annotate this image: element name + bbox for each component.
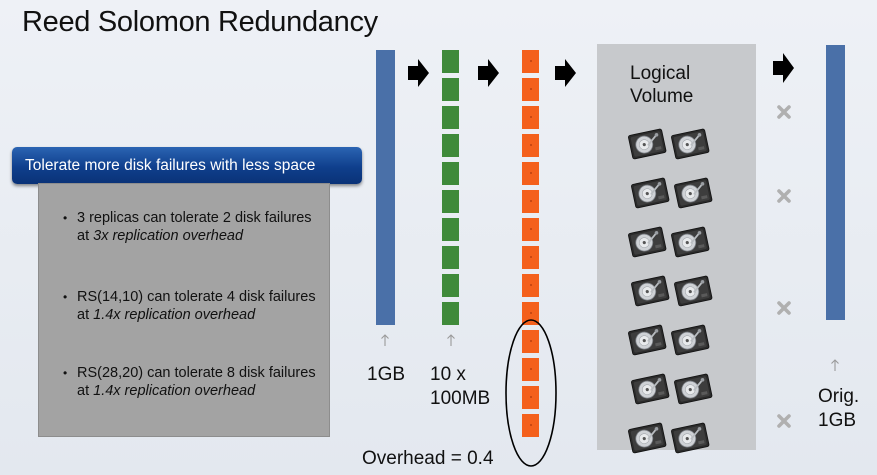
hard-disk-icon (627, 420, 667, 454)
hard-disk-icon (673, 175, 713, 209)
bullet-item: RS(28,20) can tolerate 8 disk failures a… (63, 365, 317, 400)
hard-disk-icon (670, 126, 710, 160)
coded-chunk (522, 274, 539, 297)
coded-chunk (522, 134, 539, 157)
data-chunk (442, 134, 459, 157)
hard-disk-icon (627, 126, 667, 160)
x-mark-icon (777, 189, 791, 203)
x-mark-icon (777, 105, 791, 119)
hard-disk-icon (670, 322, 710, 356)
arrow-right-icon (773, 53, 794, 83)
coded-chunk (522, 386, 539, 409)
hard-disk-icon (630, 273, 670, 307)
arrow-right-icon (478, 59, 499, 87)
coded-chunk (522, 162, 539, 185)
hard-disk-icon (627, 224, 667, 258)
original-data-bar (376, 50, 395, 325)
coded-chunk (522, 330, 539, 353)
coded-chunk (522, 218, 539, 241)
bullet-panel: 3 replicas can tolerate 2 disk failures … (38, 183, 330, 437)
restored-label-line1: Orig. (818, 386, 860, 407)
restored-label-line2: 1GB (818, 410, 857, 431)
hard-disk-icon (673, 371, 713, 405)
hard-disk-icon (673, 273, 713, 307)
parity-ellipse (505, 319, 557, 467)
overhead-label: Overhead = 0.4 (362, 448, 494, 469)
coded-chunk (522, 358, 539, 381)
arrow-right-icon (555, 59, 576, 87)
data-chunk (442, 218, 459, 241)
up-arrow-icon (447, 334, 455, 346)
data-chunk (442, 246, 459, 269)
data-chunk (442, 274, 459, 297)
up-arrow-icon (381, 334, 389, 346)
chunks-label-line1: 10 x (430, 364, 466, 385)
bullet-italic: 3x replication overhead (93, 227, 244, 244)
chunks-label-line2: 100MB (430, 388, 491, 409)
original-size-label: 1GB (367, 364, 406, 385)
bullet-text: RS(14,10) can tolerate 4 disk failures a… (77, 289, 316, 323)
bullet-text: RS(28,20) can tolerate 8 disk failures a… (77, 365, 316, 399)
data-chunk (442, 78, 459, 101)
data-chunk (442, 162, 459, 185)
hard-disk-icon (670, 420, 710, 454)
x-mark-icon (777, 414, 791, 428)
arrow-right-icon (408, 59, 429, 87)
bullet-italic: 1.4x replication overhead (93, 306, 256, 323)
bullet-item: 3 replicas can tolerate 2 disk failures … (63, 210, 317, 245)
data-chunk (442, 50, 459, 73)
bullet-text: 3 replicas can tolerate 2 disk failures … (77, 210, 312, 244)
coded-chunk (522, 106, 539, 129)
hard-disk-icon (627, 322, 667, 356)
bullet-item: RS(14,10) can tolerate 4 disk failures a… (63, 289, 317, 324)
coded-chunk (522, 302, 539, 325)
logical-volume-label: Logical Volume (630, 63, 694, 107)
slide-title: Reed Solomon Redundancy (22, 6, 378, 38)
x-mark-icon (777, 301, 791, 315)
coded-chunk (522, 246, 539, 269)
data-chunk (442, 106, 459, 129)
restored-data-bar (826, 45, 845, 320)
coded-chunk (522, 78, 539, 101)
hard-disk-icon (630, 371, 670, 405)
coded-chunk (522, 414, 539, 437)
coded-chunk (522, 50, 539, 73)
up-arrow-icon (831, 359, 839, 371)
hard-disk-icon (670, 224, 710, 258)
data-chunk (442, 302, 459, 325)
coded-chunk (522, 190, 539, 213)
logical-volume-panel: Logical Volume (597, 44, 756, 454)
bullet-italic: 1.4x replication overhead (93, 382, 256, 399)
banner: Tolerate more disk failures with less sp… (12, 147, 362, 184)
hard-disk-icon (630, 175, 670, 209)
data-chunk (442, 190, 459, 213)
